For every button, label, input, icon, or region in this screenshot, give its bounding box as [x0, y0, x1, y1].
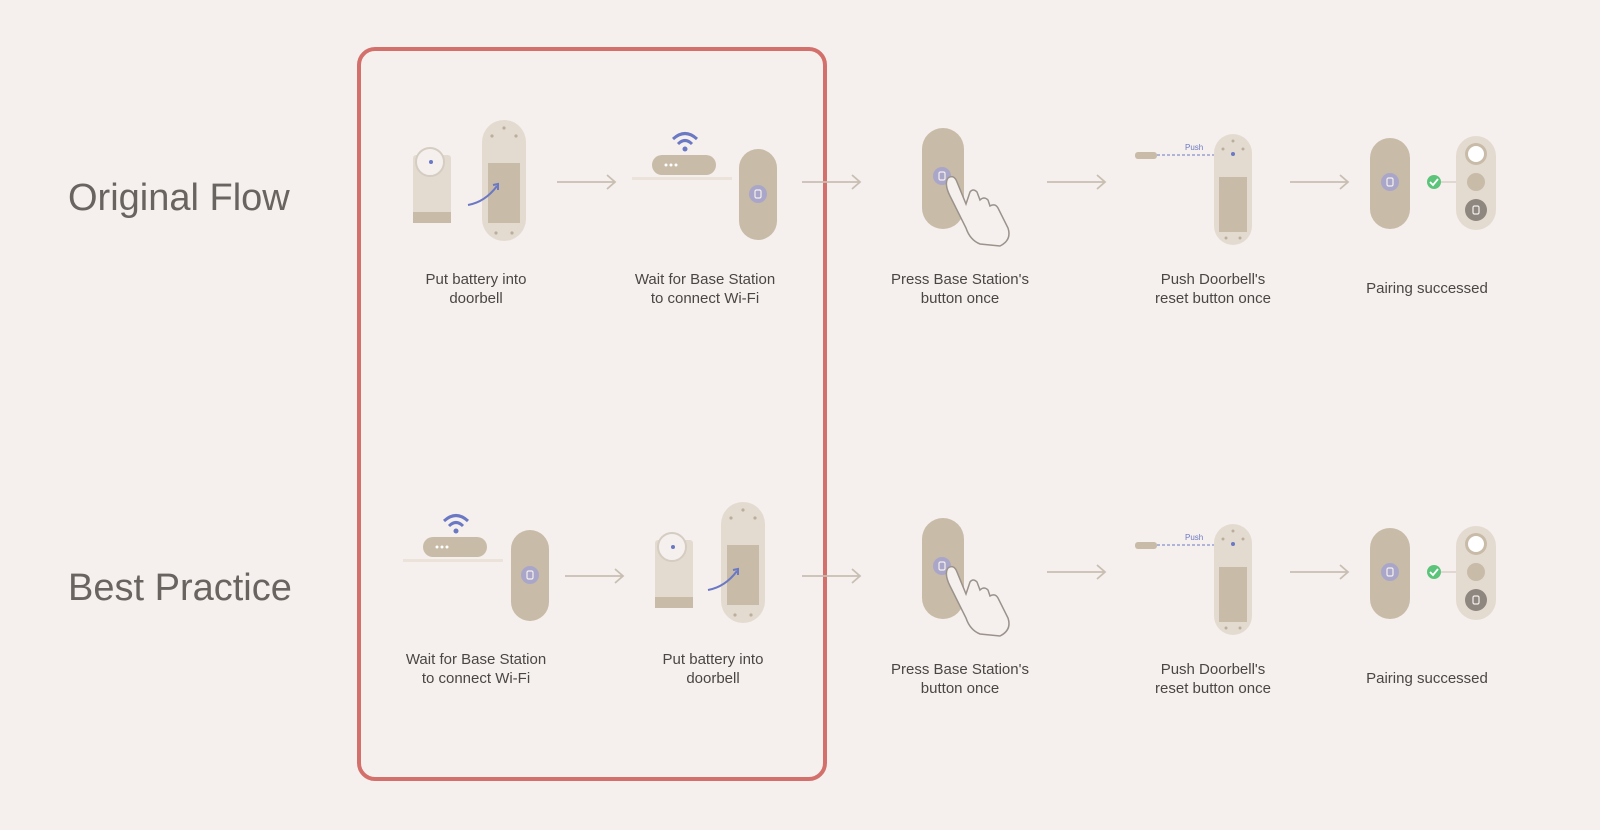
push-label: Push [1185, 143, 1204, 152]
arrow-icon [557, 174, 617, 190]
caption-put-battery: Put battery into doorbell [425, 271, 527, 307]
base-station-icon [632, 155, 732, 180]
wifi-icon [442, 514, 470, 534]
arrow-icon [1047, 174, 1107, 190]
reset-pin-icon [1135, 542, 1233, 549]
check-icon [1427, 175, 1458, 189]
push-label: Push [1185, 533, 1204, 542]
arrow-icon [802, 174, 862, 190]
reset-pin-icon [1135, 152, 1233, 159]
wifi-icon [671, 132, 699, 152]
doorbell-icon [1214, 524, 1252, 635]
doorbell-icon [1456, 136, 1496, 230]
arrow-icon [565, 568, 625, 584]
caption-wait-base: Wait for Base Station to connect Wi-Fi [405, 651, 547, 687]
caption-push-reset: Push Doorbell's reset button once [1155, 661, 1271, 697]
base-station-icon [403, 537, 503, 562]
doorbell-icon [739, 149, 777, 240]
row-title-best-practice: Best Practice [68, 567, 292, 609]
insert-arrow-icon [467, 182, 499, 206]
caption-wait-base: Wait for Base Station to connect Wi-Fi [634, 271, 776, 307]
doorbell-icon [482, 120, 526, 241]
arrow-icon [1290, 174, 1350, 190]
hand-press-icon [945, 565, 1010, 637]
highlight-box [357, 47, 827, 781]
caption-pairing: Pairing successed [1366, 280, 1488, 297]
row-title-original-flow: Original Flow [68, 177, 290, 219]
doorbell-icon [1456, 526, 1496, 620]
doorbell-icon [511, 530, 549, 621]
hand-press-icon [945, 175, 1010, 247]
insert-arrow-icon [707, 567, 739, 591]
doorbell-icon [1214, 134, 1252, 245]
battery-icon [413, 147, 451, 223]
arrow-icon [1290, 564, 1350, 580]
check-icon [1427, 565, 1458, 579]
doorbell-icon [1370, 138, 1410, 229]
caption-put-battery: Put battery into doorbell [662, 651, 764, 687]
caption-press-base: Press Base Station's button once [891, 661, 1029, 697]
caption-push-reset: Push Doorbell's reset button once [1155, 271, 1271, 307]
doorbell-icon [721, 502, 765, 623]
doorbell-icon [1370, 528, 1410, 619]
caption-press-base: Press Base Station's button once [891, 271, 1029, 307]
arrow-icon [802, 568, 862, 584]
battery-icon [655, 532, 693, 608]
caption-pairing: Pairing successed [1366, 670, 1488, 687]
arrow-icon [1047, 564, 1107, 580]
